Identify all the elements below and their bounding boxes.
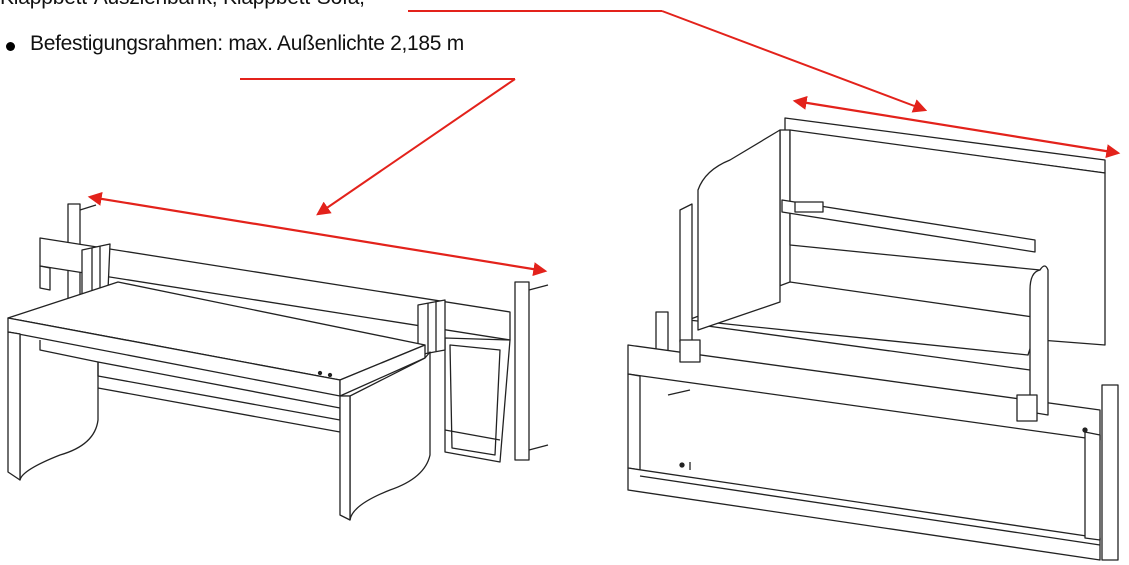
bullet-dot (6, 42, 15, 51)
right-hinge-plate (1016, 394, 1038, 422)
right-width-arrow (792, 95, 1121, 159)
sofa-right-side (1029, 265, 1049, 416)
spec-pointer-arrow (316, 78, 516, 216)
sofa-back-rail (781, 199, 1036, 253)
right-sofa-drawing (627, 117, 1119, 561)
bench-right-side (340, 351, 431, 521)
lower-right-wall-plate (1101, 384, 1119, 561)
cut-off-top-text: Klappbett-Ausziehbank; Klappbett-Sofa; (0, 0, 365, 10)
bench-left-side (7, 331, 21, 481)
top-pointer-arrow (661, 10, 928, 113)
left-width-arrow (87, 191, 548, 277)
sofa-left-side (697, 129, 781, 331)
dimension-arrows (87, 95, 1121, 277)
spec-label: Befestigungsrahmen: (30, 32, 223, 55)
right-wall-plate (514, 281, 530, 461)
left-hinge-plate (679, 339, 701, 363)
spec-value: max. Außenlichte 2,185 m (228, 32, 464, 55)
sofa-hinge (794, 201, 824, 213)
leader-lines (240, 10, 928, 216)
sofa-back-left-edge (779, 129, 791, 306)
sofa-frame-bottom-rail (627, 467, 1101, 561)
spec-line: Befestigungsrahmen: max. Außenlichte 2,1… (30, 32, 464, 56)
left-bench-drawing (7, 203, 549, 521)
